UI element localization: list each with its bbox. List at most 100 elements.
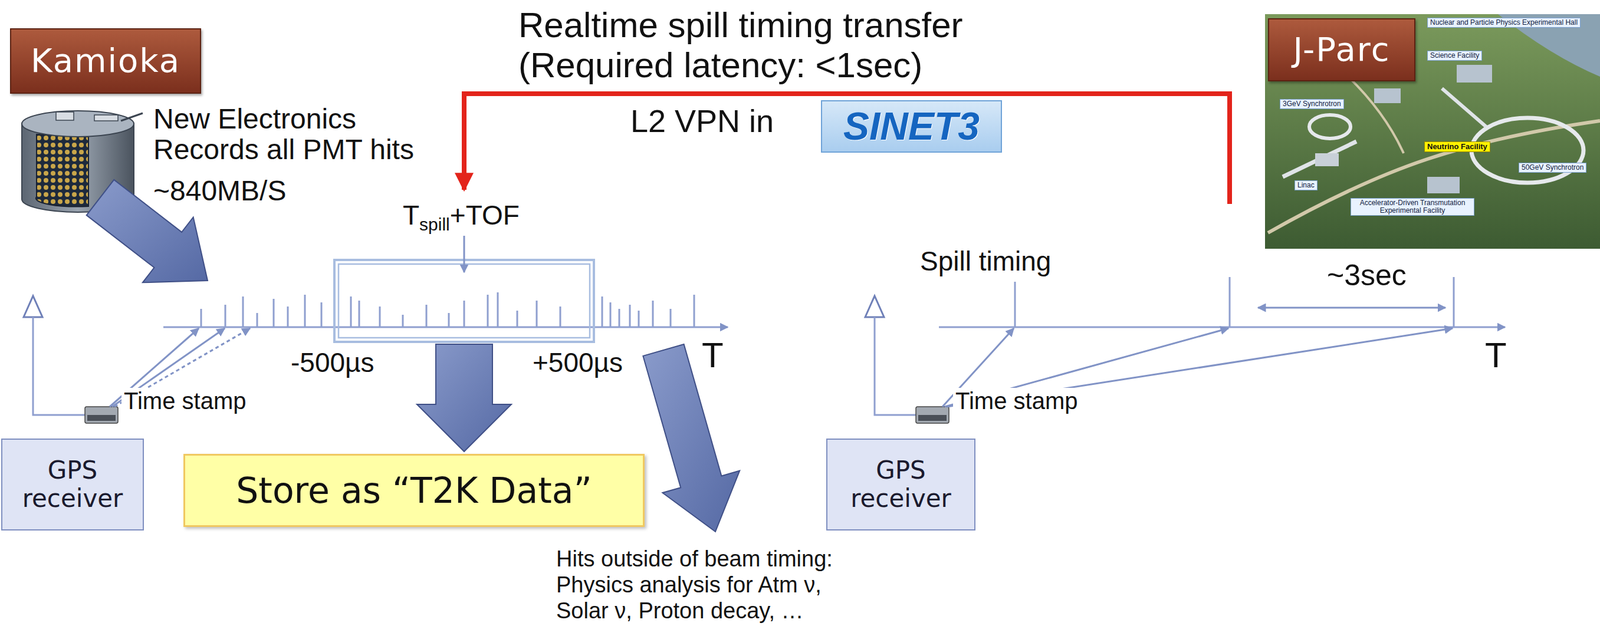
box-label: Store as “T2K Data” <box>235 470 592 512</box>
note-text: Solar ν, Proton decay, … <box>556 599 804 624</box>
hit-tick <box>402 314 404 328</box>
photo-ring <box>1309 115 1351 139</box>
timestamp-device <box>918 415 947 422</box>
hit-tick <box>320 302 323 328</box>
timing-label: +TOF <box>449 200 520 231</box>
hit-tick <box>358 300 361 328</box>
note-text: ~840MB/S <box>153 175 287 208</box>
heading-text: Realtime spill timing transfer <box>518 5 964 45</box>
photo-beamline <box>1441 88 1487 127</box>
gps-antenna <box>23 296 43 318</box>
hit-tick <box>601 296 604 328</box>
network-label: L2 VPN in <box>630 103 774 139</box>
time-axis <box>163 326 728 329</box>
hit-tick <box>200 309 203 328</box>
facility-photo <box>1265 14 1600 249</box>
photo-building <box>1456 64 1493 83</box>
note-text: Records all PMT hits <box>153 134 415 166</box>
tank-hut <box>56 112 74 121</box>
timing-subscript: spill <box>419 214 450 235</box>
gps-wire <box>874 317 916 416</box>
hit-tick <box>224 304 227 328</box>
spill-tick <box>1229 277 1231 328</box>
hit-tick <box>638 310 640 328</box>
heading-text: (Required latency: <1sec) <box>518 46 923 85</box>
hit-tick <box>516 310 519 328</box>
timing-label: T <box>402 200 420 231</box>
photo-building <box>1315 153 1339 167</box>
device-label: Time stamp <box>953 388 1080 415</box>
photo-linac <box>1282 141 1357 177</box>
hit-tick <box>629 304 632 328</box>
hit-tick <box>497 292 499 328</box>
photo-label: 50GeV Synchrotron <box>1518 162 1587 173</box>
hit-tick <box>304 294 307 328</box>
beam-window <box>338 264 590 338</box>
timestamp-device <box>915 406 949 424</box>
hit-ticks <box>201 292 695 328</box>
tank-top <box>21 110 134 137</box>
photo-ground <box>1265 14 1600 249</box>
spill-tick <box>1014 281 1017 328</box>
interval-arrow <box>1257 307 1446 310</box>
hit-tick <box>256 313 259 328</box>
axis-label: T <box>1484 336 1507 376</box>
photo-building <box>1427 176 1460 194</box>
note-text: Physics analysis for Atm ν, <box>556 573 822 599</box>
tank-hut <box>94 115 118 121</box>
block-arrow <box>416 344 512 452</box>
network-logo: SINET3 <box>820 100 1002 153</box>
box-label: GPS receiver <box>833 456 969 514</box>
device-box: GPS receiver <box>1 438 144 531</box>
photo-label: Science Facility <box>1427 50 1483 61</box>
box-label: J-Parc <box>1293 30 1391 69</box>
gps-antenna <box>865 296 885 318</box>
hit-tick <box>273 299 275 328</box>
hit-tick <box>559 306 562 328</box>
hit-tick <box>448 313 450 328</box>
photo-label: Nuclear and Particle Physics Experimenta… <box>1427 17 1581 28</box>
transfer-line <box>464 93 1230 205</box>
hit-tick <box>463 300 466 328</box>
hit-tick <box>287 306 289 328</box>
hit-tick <box>487 294 489 328</box>
gps-wire <box>33 317 85 416</box>
storage-box: Store as “T2K Data” <box>183 454 645 528</box>
time-axis <box>938 326 1506 329</box>
timestamp-device <box>87 415 116 422</box>
site-badge: J-Parc <box>1267 18 1416 82</box>
note-text: New Electronics <box>153 103 357 136</box>
block-arrow <box>642 344 740 532</box>
hit-tick <box>425 304 428 328</box>
hit-tick <box>379 306 381 328</box>
hit-tick <box>350 296 353 328</box>
tank-cutaway <box>35 134 89 208</box>
box-label: GPS receiver <box>8 456 137 514</box>
hit-tick <box>609 302 612 328</box>
hit-tick <box>242 296 245 328</box>
device-label: Time stamp <box>121 388 249 415</box>
photo-building <box>1374 88 1401 104</box>
site-badge: Kamioka <box>10 28 202 94</box>
photo-label: Accelerator-Driven Transmutation Experim… <box>1350 198 1475 216</box>
window-label: +500µs <box>532 347 623 379</box>
window-label: -500µs <box>290 347 375 379</box>
photo-label: Neutrino Facility <box>1424 141 1491 153</box>
box-label: Kamioka <box>30 41 181 80</box>
photo-label: 3GeV Synchrotron <box>1279 99 1345 110</box>
tank-cable <box>120 113 143 121</box>
device-box: GPS receiver <box>826 438 976 531</box>
timestamp-device <box>84 406 118 424</box>
photo-label: Linac <box>1294 180 1318 191</box>
hit-tick <box>652 300 655 328</box>
note-text: Hits outside of beam timing: <box>556 547 833 573</box>
hit-tick <box>536 300 538 328</box>
interval-label: ~3sec <box>1326 259 1407 292</box>
timing-pointer <box>463 235 466 273</box>
spill-tick <box>1453 277 1455 328</box>
timing-label: Spill timing <box>920 246 1051 277</box>
hit-tick <box>693 294 696 328</box>
axis-label: T <box>701 336 724 376</box>
hit-tick <box>618 309 621 328</box>
hit-tick <box>669 309 672 328</box>
